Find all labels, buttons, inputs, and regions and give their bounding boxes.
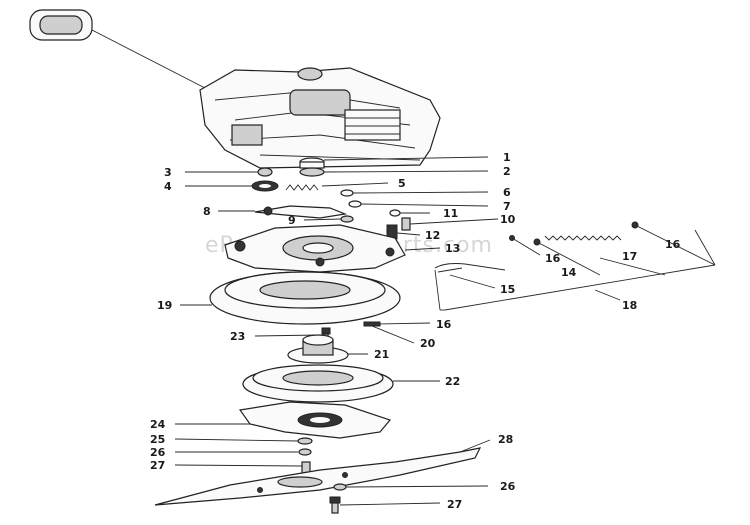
- label-2: 2: [503, 165, 511, 178]
- part-21-hub: [287, 334, 349, 364]
- label-8: 8: [203, 205, 211, 218]
- label-27b: 27: [447, 498, 462, 511]
- part-1-bushing: [299, 157, 325, 169]
- label-17: 17: [622, 250, 637, 263]
- part-26-washer-upper: [298, 448, 312, 456]
- label-26a: 26: [150, 446, 166, 459]
- part-19-brake-drum: [209, 271, 401, 325]
- part-17-spring: [544, 235, 622, 241]
- label-14: 14: [561, 266, 577, 279]
- part-10-pin: [401, 217, 411, 231]
- part-8-lever-bracket: [254, 205, 348, 219]
- label-6: 6: [503, 186, 511, 199]
- label-15: 15: [500, 283, 515, 296]
- part-27-bolt-lower: [329, 496, 341, 514]
- part-28-blade: [154, 447, 482, 506]
- part-25-washer: [297, 437, 313, 445]
- label-5: 5: [398, 177, 406, 190]
- label-24: 24: [150, 418, 166, 431]
- part-13-mounting-plate: [224, 224, 406, 273]
- part-5-spring: [285, 184, 319, 191]
- part-3-nut: [257, 167, 273, 177]
- label-27a: 27: [150, 459, 165, 472]
- part-20-key: [363, 321, 381, 327]
- leader-lines: [174, 156, 716, 506]
- engine-illustration: [199, 67, 441, 169]
- part-7-washer: [348, 200, 362, 208]
- label-19: 19: [157, 299, 172, 312]
- gas-cap-illustration: [29, 9, 206, 89]
- part-24-blade-adapter: [238, 401, 392, 439]
- label-16a: 16: [545, 252, 561, 265]
- part-9-nut: [340, 215, 354, 223]
- label-25: 25: [150, 433, 165, 446]
- part-11-washer: [389, 209, 401, 217]
- label-10: 10: [500, 213, 516, 226]
- label-16b: 16: [665, 238, 681, 251]
- label-21: 21: [374, 348, 389, 361]
- part-4-bearing: [251, 180, 279, 192]
- label-13: 13: [445, 242, 460, 255]
- part-2-washer: [299, 167, 325, 177]
- label-16c: 16: [436, 318, 452, 331]
- label-9: 9: [288, 214, 296, 227]
- label-28: 28: [498, 433, 513, 446]
- part-22-pulley: [242, 364, 394, 403]
- part-6-washer: [340, 189, 354, 197]
- label-22: 22: [445, 375, 460, 388]
- label-12: 12: [425, 229, 440, 242]
- part-16-pins: [509, 221, 639, 246]
- label-20: 20: [420, 337, 436, 350]
- label-4: 4: [164, 180, 172, 193]
- label-26b: 26: [500, 480, 516, 493]
- part-14-cable-assembly: [434, 263, 506, 311]
- label-23: 23: [230, 330, 245, 343]
- label-3: 3: [164, 166, 172, 179]
- label-18: 18: [622, 299, 637, 312]
- part-26-washer-lower: [333, 483, 347, 491]
- label-11: 11: [443, 207, 458, 220]
- label-1: 1: [503, 151, 511, 164]
- label-7: 7: [503, 200, 511, 213]
